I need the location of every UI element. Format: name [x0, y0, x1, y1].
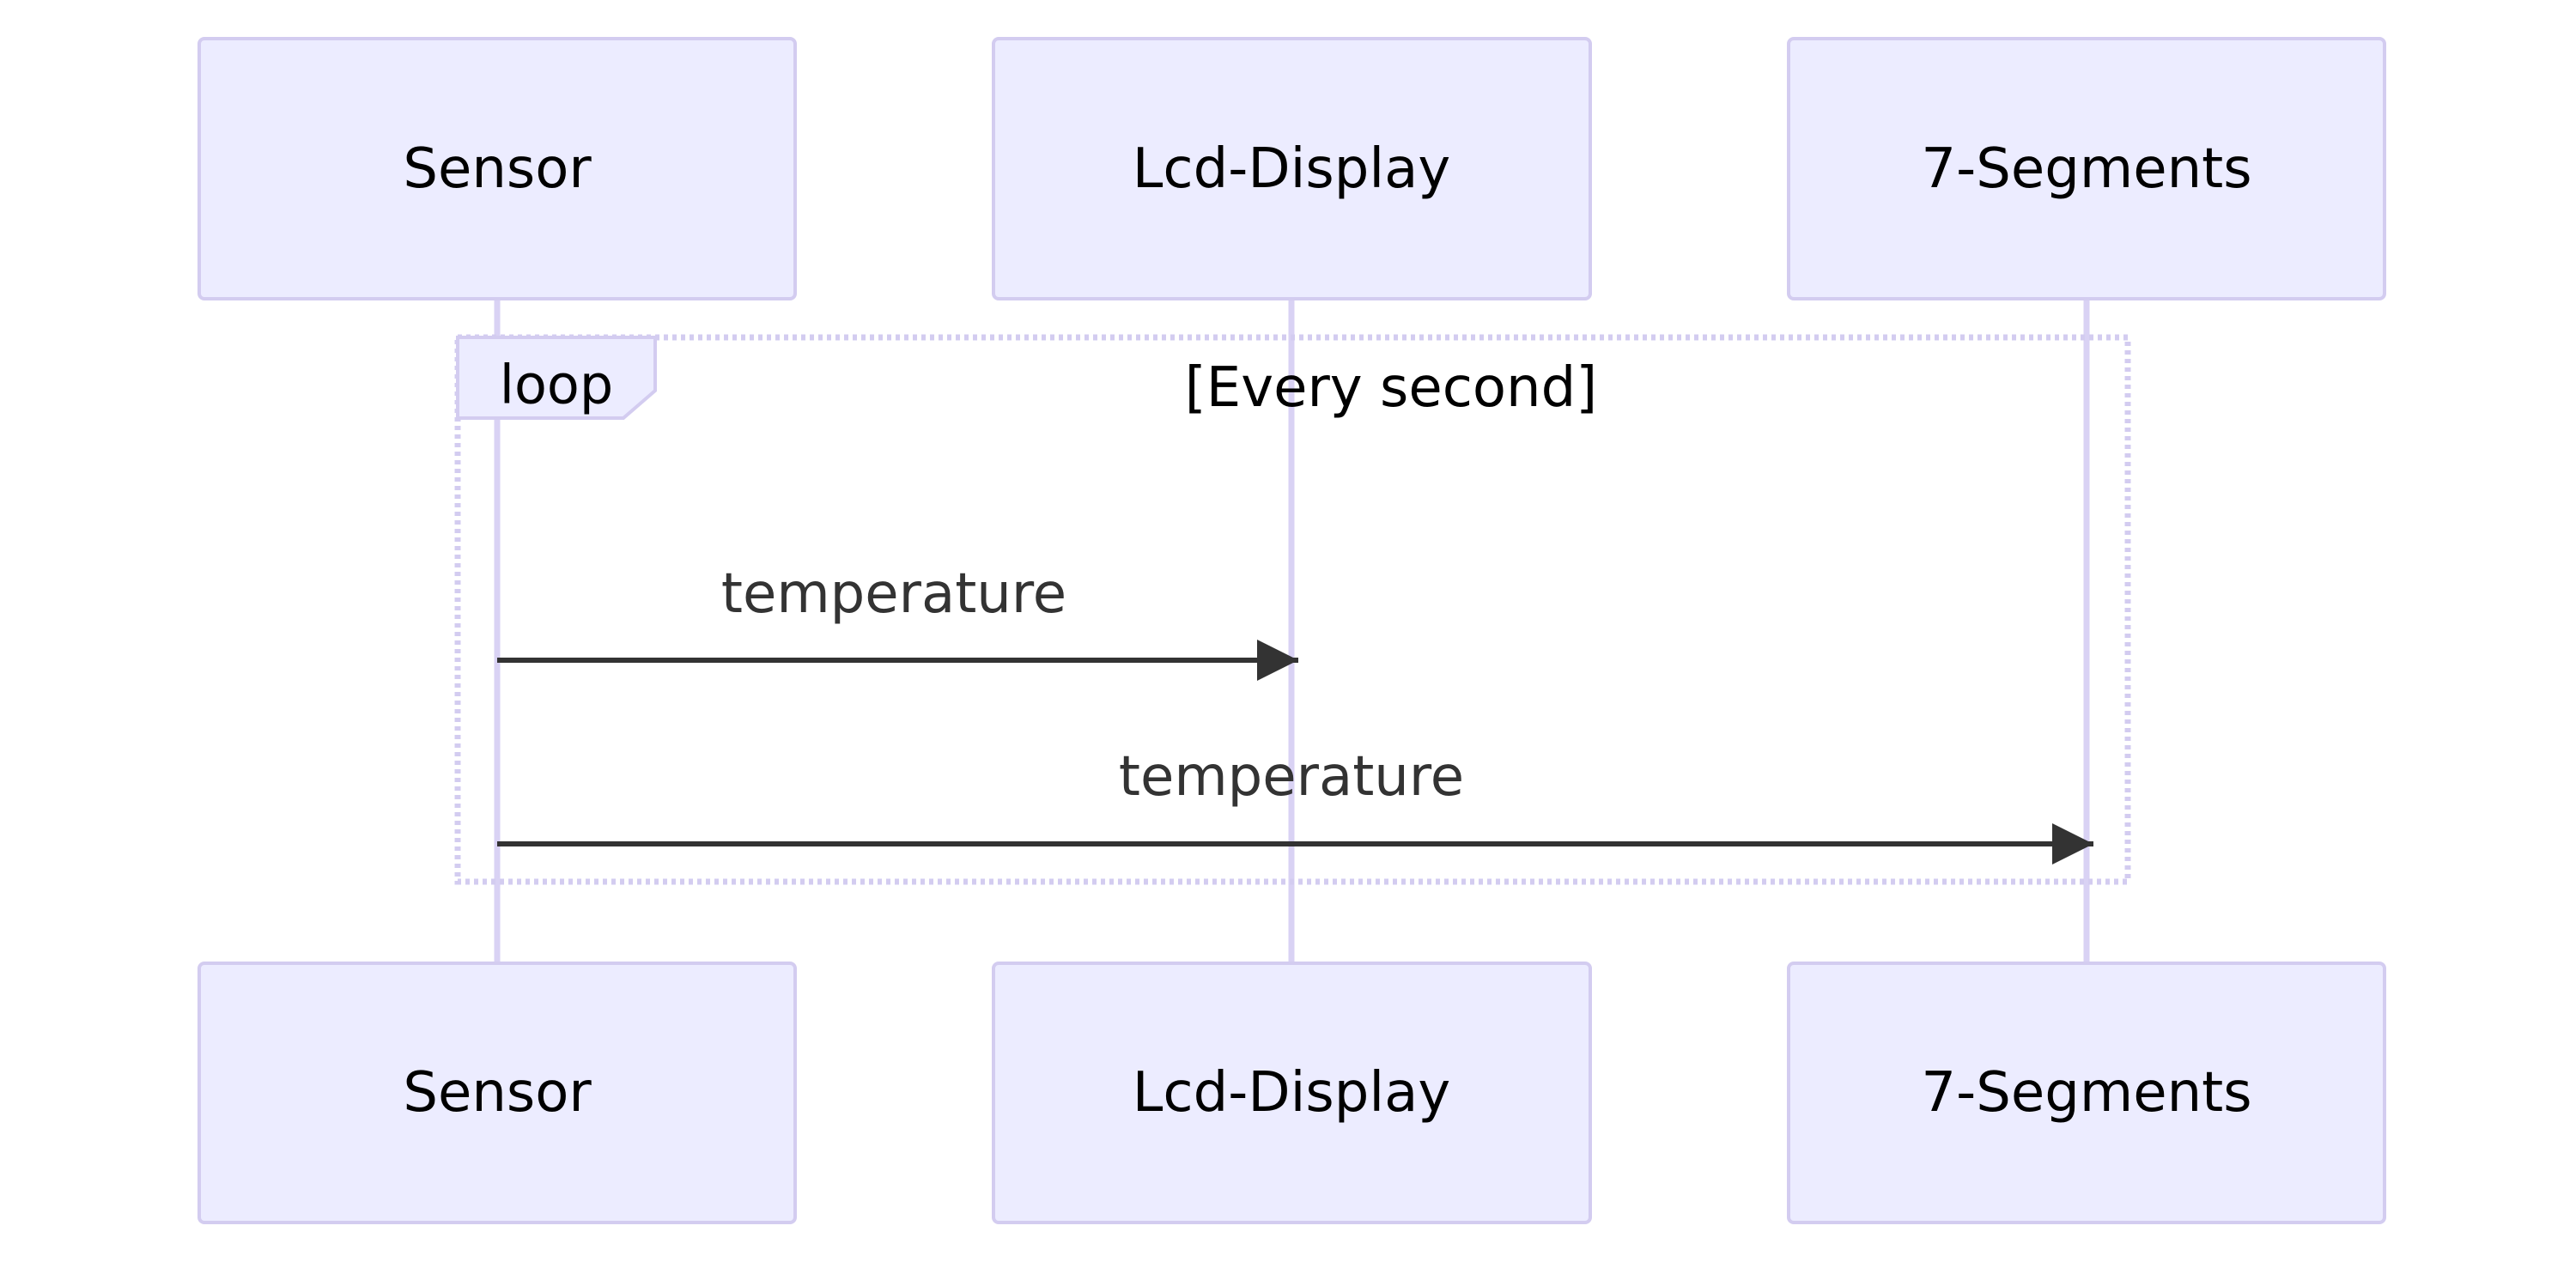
actor-label: Sensor: [403, 1061, 592, 1125]
actor-box: [197, 37, 797, 300]
actor-7-segments-bottom: 7-Segments: [1787, 962, 2386, 1224]
actor-box: [1787, 962, 2386, 1224]
message-sensor-to-lcd-display: temperature: [497, 562, 1298, 681]
loop-frame: [454, 334, 2131, 885]
actor-box: [197, 962, 797, 1224]
loop-keyword: loop: [500, 354, 613, 416]
message-label: temperature: [721, 562, 1066, 626]
actor-7-segments-top: 7-Segments: [1787, 37, 2386, 300]
actor-label: Lcd-Display: [1133, 137, 1450, 201]
loop-condition: [Every second]: [1185, 356, 1597, 420]
actor-box: [992, 37, 1592, 300]
actor-label: 7-Segments: [1921, 137, 2251, 201]
actor-label: Sensor: [403, 137, 592, 201]
actor-lcd-display-bottom: Lcd-Display: [992, 962, 1592, 1224]
message-sensor-to-7-segments: temperature: [497, 745, 2093, 865]
actor-sensor-bottom: Sensor: [197, 962, 797, 1224]
loop-tab: [456, 336, 657, 420]
actor-box: [992, 962, 1592, 1224]
actor-lcd-display-top: Lcd-Display: [992, 37, 1592, 300]
message-label: temperature: [1119, 745, 1464, 809]
actor-sensor-top: Sensor: [197, 37, 797, 300]
actor-label: 7-Segments: [1921, 1061, 2251, 1125]
actor-box: [1787, 37, 2386, 300]
loop-block: loop [Every second]: [454, 334, 2131, 885]
actor-label: Lcd-Display: [1133, 1061, 1450, 1125]
